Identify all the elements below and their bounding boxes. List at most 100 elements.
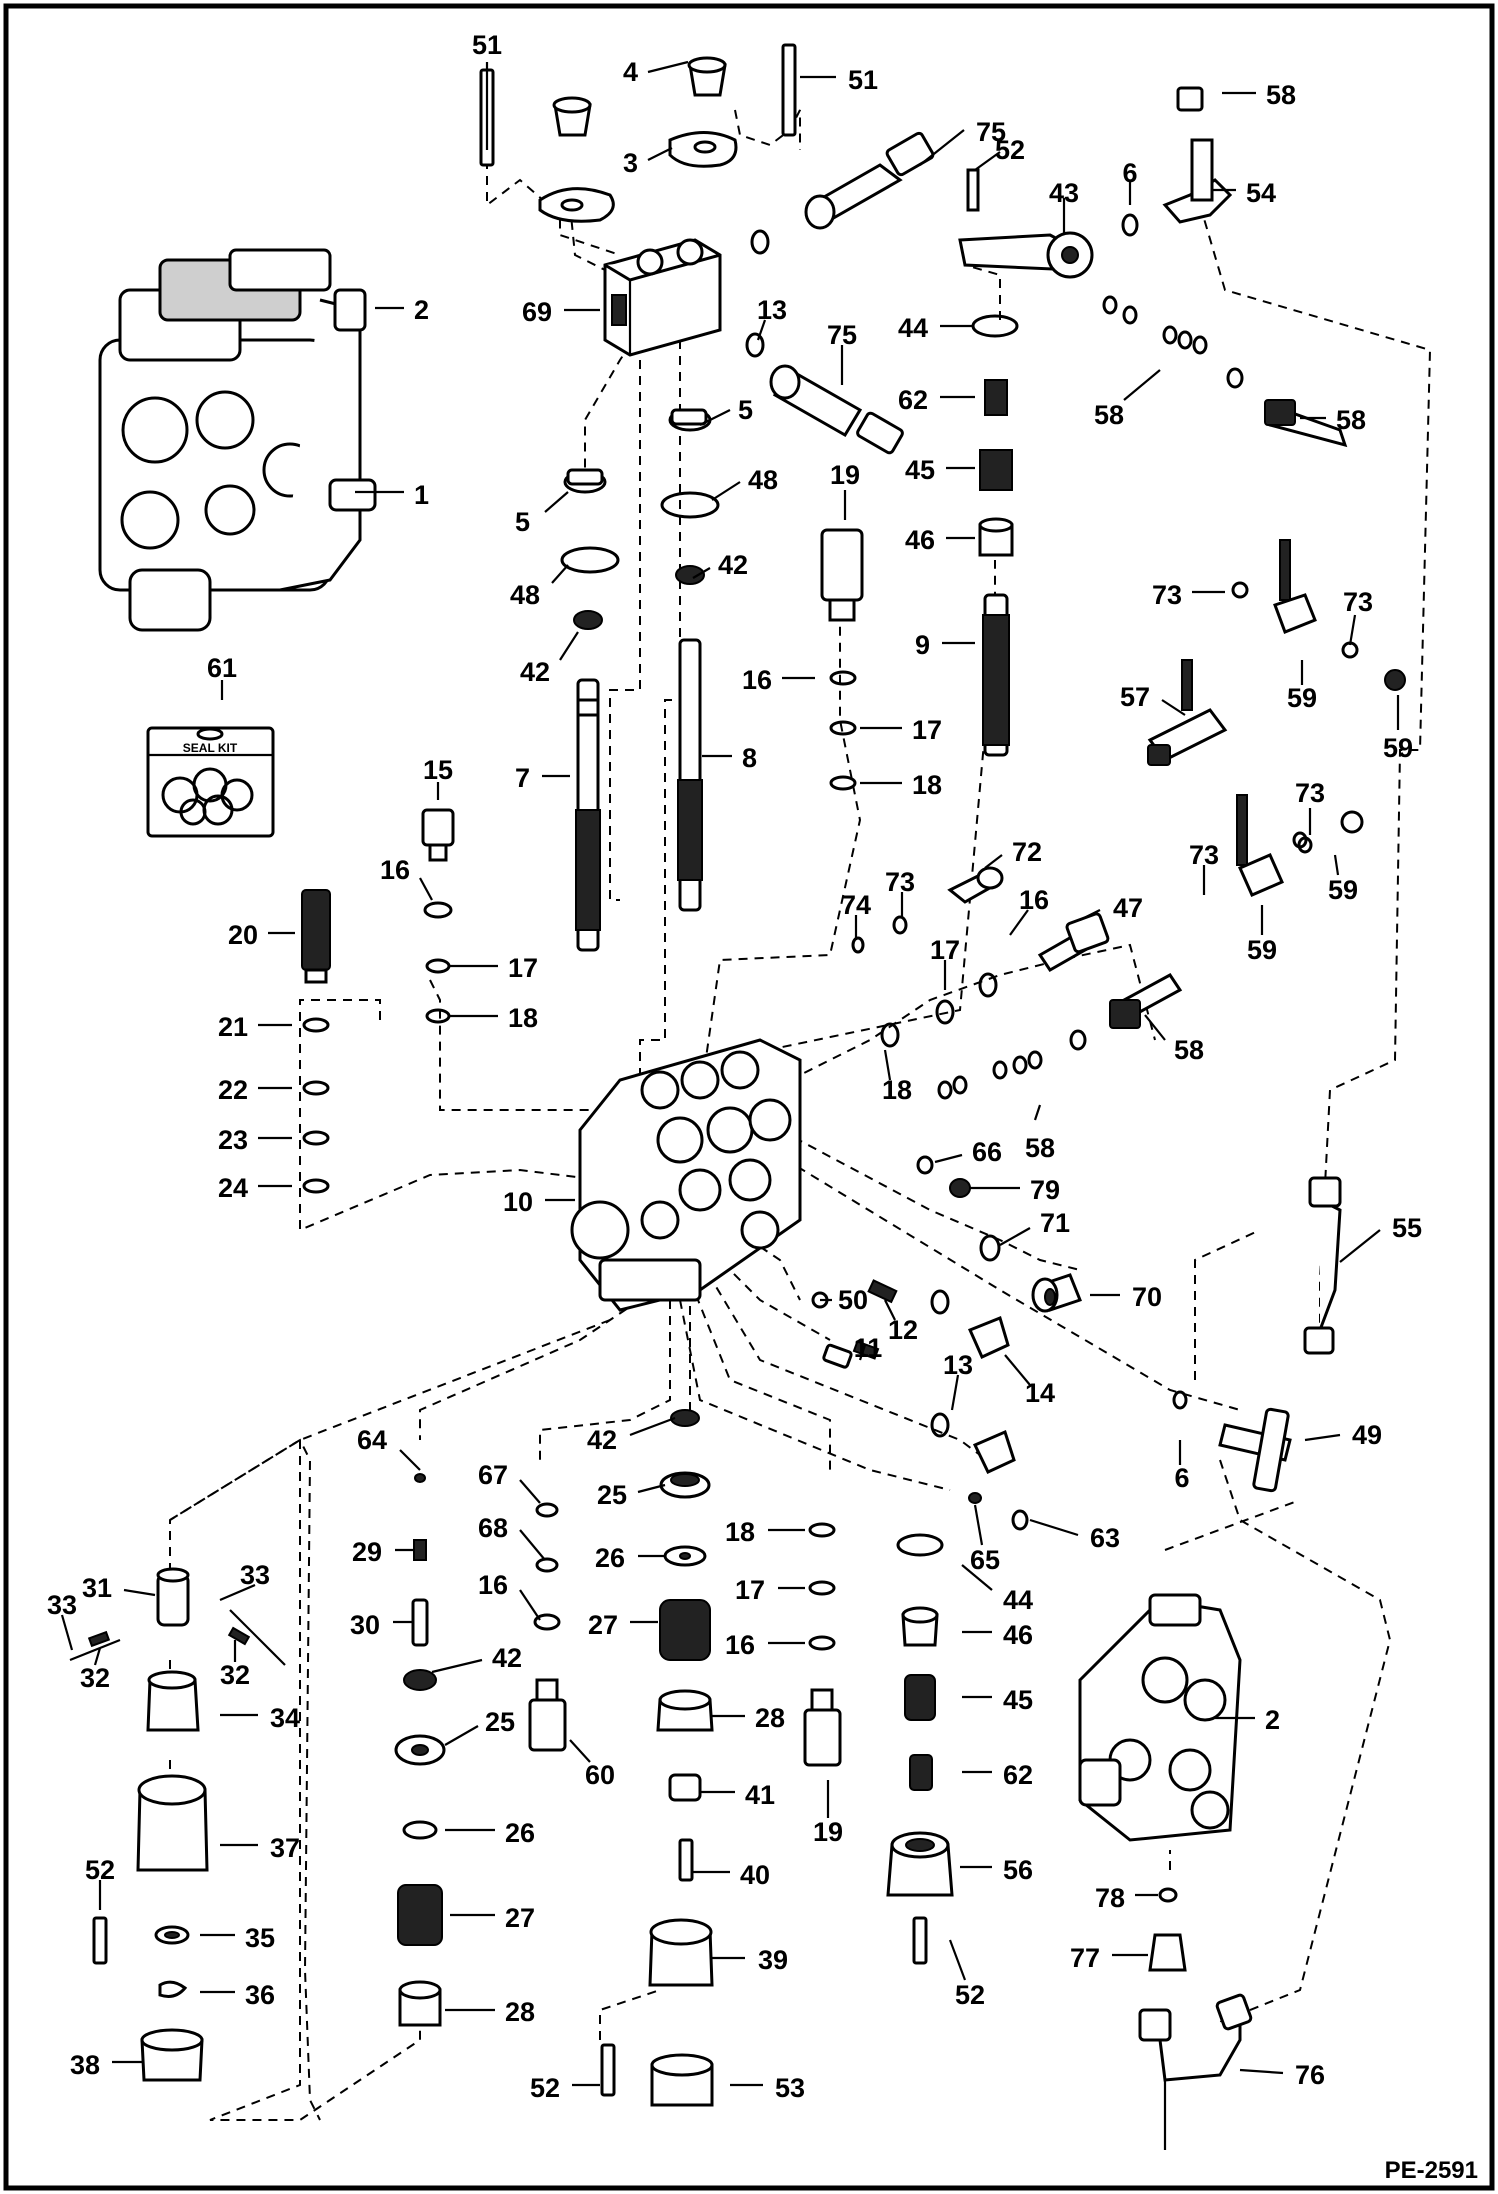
callout-47: 47 — [1079, 893, 1143, 923]
callout-number: 32 — [220, 1660, 250, 1690]
callout-number: 20 — [228, 920, 258, 950]
callout-number: 70 — [1132, 1282, 1162, 1312]
leader-line — [1123, 369, 1161, 401]
leader-line — [1033, 1104, 1042, 1121]
callout-33: 33 — [219, 1560, 270, 1602]
callout-number: 8 — [742, 743, 757, 773]
callout-number: 46 — [905, 525, 935, 555]
callout-number: 45 — [905, 455, 935, 485]
callout-16: 16 — [380, 855, 433, 901]
callout-number: 16 — [742, 665, 772, 695]
callout-25: 25 — [444, 1707, 515, 1746]
callout-2: 2 — [1215, 1705, 1280, 1735]
bottom-column-e — [886, 1492, 1029, 1965]
callout-49: 49 — [1304, 1420, 1382, 1450]
leader-line — [883, 1049, 892, 1081]
callout-42: 42 — [431, 1643, 522, 1674]
callout-number: 10 — [503, 1187, 533, 1217]
callout-46: 46 — [962, 1620, 1033, 1650]
callout-65: 65 — [970, 1504, 1000, 1575]
leader-line — [123, 1588, 156, 1597]
callout-number: 40 — [740, 1860, 770, 1890]
callout-67: 67 — [478, 1460, 541, 1504]
callout-number: 51 — [472, 30, 502, 60]
callout-50: 50 — [820, 1285, 868, 1315]
callout-number: 26 — [505, 1818, 535, 1848]
callout-26: 26 — [595, 1543, 665, 1573]
callout-71: 71 — [999, 1208, 1070, 1246]
callout-13: 13 — [756, 295, 787, 341]
callout-70: 70 — [1090, 1282, 1162, 1312]
callout-number: 5 — [515, 507, 530, 537]
callout-number: 62 — [1003, 1760, 1033, 1790]
callout-number: 61 — [207, 653, 237, 683]
callout-39: 39 — [712, 1945, 788, 1975]
callout-number: 67 — [478, 1460, 508, 1490]
callout-number: 18 — [912, 770, 942, 800]
callout-75: 75 — [919, 117, 1006, 166]
callout-number: 44 — [898, 313, 928, 343]
leader-line — [519, 1589, 541, 1621]
spool-stack-left — [560, 468, 620, 952]
top-right-fittings — [958, 86, 1348, 448]
leader-line — [919, 129, 965, 166]
leader-line — [219, 1583, 256, 1602]
callout-number: 75 — [976, 117, 1006, 147]
callout-6: 6 — [1122, 158, 1138, 205]
bottom-column-b — [528, 1502, 567, 1752]
callout-number: 16 — [478, 1570, 508, 1600]
callout-73: 73 — [1343, 587, 1373, 646]
callout-number: 6 — [1122, 158, 1137, 188]
callout-32: 32 — [80, 1647, 110, 1693]
callout-number: 79 — [1030, 1175, 1060, 1205]
callout-number: 34 — [270, 1703, 300, 1733]
callout-number: 69 — [522, 297, 552, 327]
leader-line — [1004, 1354, 1031, 1386]
callout-number: 42 — [520, 657, 550, 687]
callout-number: 55 — [1392, 1213, 1422, 1243]
callout-16: 16 — [1009, 885, 1049, 936]
callout-number: 4 — [623, 57, 638, 87]
relief-valve-column — [820, 528, 864, 791]
callout-61: 61 — [207, 653, 237, 700]
callout-number: 47 — [1113, 893, 1143, 923]
leader-line — [756, 319, 767, 341]
leader-line — [934, 1153, 963, 1164]
callout-number: 19 — [813, 1817, 843, 1847]
callout-number: 25 — [485, 1707, 515, 1737]
callout-34: 34 — [220, 1703, 300, 1733]
callout-77: 77 — [1070, 1943, 1148, 1973]
callout-number: 50 — [838, 1285, 868, 1315]
callout-3: 3 — [623, 147, 673, 178]
callout-45: 45 — [905, 455, 975, 485]
callout-58: 58 — [1144, 1014, 1204, 1065]
callout-number: 58 — [1025, 1133, 1055, 1163]
callout-33: 33 — [47, 1590, 77, 1651]
callout-number: 66 — [972, 1137, 1002, 1167]
callout-5: 5 — [515, 491, 569, 537]
callout-59: 59 — [1247, 905, 1277, 965]
callout-number: 73 — [1189, 840, 1219, 870]
callout-number: 44 — [1003, 1585, 1033, 1615]
callout-19: 19 — [830, 460, 860, 520]
callout-62: 62 — [898, 385, 975, 415]
callout-number: 58 — [1094, 400, 1124, 430]
callout-17: 17 — [735, 1575, 805, 1605]
bottom-column-a — [394, 1473, 446, 2027]
callout-number: 48 — [748, 465, 778, 495]
callout-number: 73 — [1295, 778, 1325, 808]
callout-number: 23 — [218, 1125, 248, 1155]
callout-number: 1 — [414, 480, 429, 510]
callout-18: 18 — [725, 1517, 805, 1547]
callout-number: 73 — [885, 867, 915, 897]
callout-18: 18 — [860, 770, 942, 800]
leader-line — [1029, 1518, 1079, 1537]
callout-43: 43 — [1049, 178, 1079, 235]
callout-number: 12 — [888, 1315, 918, 1345]
callout-27: 27 — [588, 1610, 658, 1640]
assembled-valve-illustration — [98, 248, 377, 632]
callout-number: 74 — [841, 890, 871, 920]
callout-28: 28 — [710, 1703, 785, 1733]
callout-7: 7 — [515, 763, 570, 793]
leader-line — [544, 491, 569, 513]
